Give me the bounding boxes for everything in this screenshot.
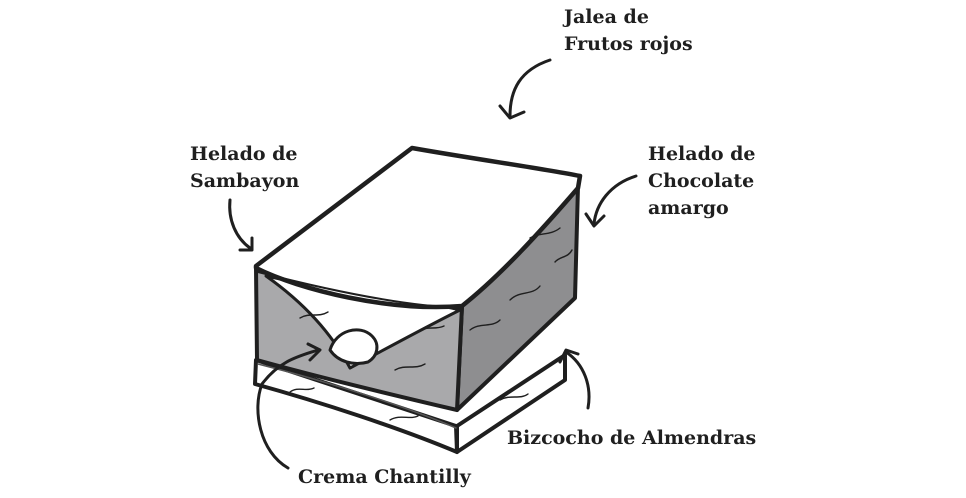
label-sambayon: Helado de Sambayon [190,141,299,195]
label-chocolate-line1: Helado de [648,143,756,165]
label-bizcocho: Bizcocho de Almendras [507,425,756,452]
texture-marks [289,227,573,421]
arrow-bizcocho [564,350,591,410]
label-jalea: Jalea de Frutos rojos [564,4,693,58]
label-crema: Crema Chantilly [298,464,471,491]
label-chocolate: Helado de Chocolate amargo [648,141,756,222]
label-bizcocho-text: Bizcocho de Almendras [507,427,757,449]
label-jalea-line1: Jalea de [564,6,649,28]
bizcocho-right-face [455,353,567,454]
arrow-jalea [508,58,552,118]
leader-arrows [228,58,638,470]
arrow-chocolate [592,174,638,226]
label-jalea-line2: Frutos rojos [564,33,693,55]
label-crema-text: Crema Chantilly [298,466,471,488]
label-sambayon-line2: Sambayon [190,170,300,192]
arrow-sambayon [228,198,252,250]
bizcocho-front-face [253,358,459,454]
top-jelly-edge [257,271,463,309]
crema-band [257,363,457,429]
label-chocolate-line2: Chocolate [648,170,755,192]
label-chocolate-line3: amargo [648,197,729,219]
top-jelly [253,145,583,310]
arrow-crema [256,348,320,470]
crema-dollop [328,328,379,365]
label-sambayon-line1: Helado de [190,143,298,165]
